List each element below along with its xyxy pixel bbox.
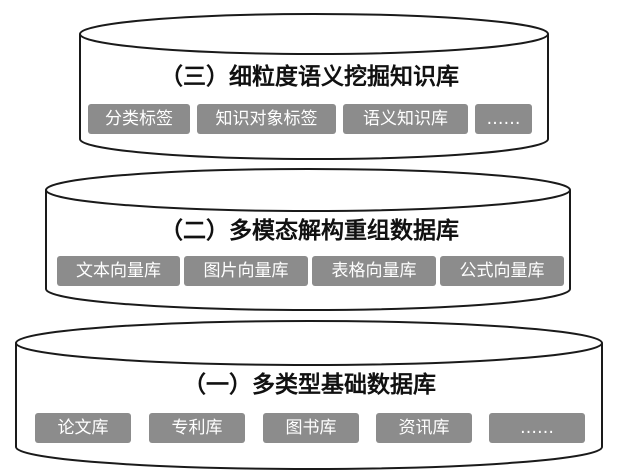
layer-3-tag-classification: 分类标签 xyxy=(88,104,190,134)
layer-2-tag-formula-vector: 公式向量库 xyxy=(440,256,564,286)
layer-3-tag-semantic-kb: 语义知识库 xyxy=(343,104,468,134)
layer-2-tag-image-vector: 图片向量库 xyxy=(184,256,308,286)
layer-1-tag-more: …… xyxy=(489,413,585,443)
layer-1-tag-papers: 论文库 xyxy=(35,413,131,443)
layer-2-title: （二）多模态解构重组数据库 xyxy=(160,218,459,244)
layer-2-tag-table-vector: 表格向量库 xyxy=(312,256,436,286)
layer-3-tag-knowledge-object: 知识对象标签 xyxy=(197,104,336,134)
layer-1-tag-news: 资讯库 xyxy=(376,413,472,443)
layer-2-tag-text-vector: 文本向量库 xyxy=(57,256,180,286)
layer-1-tag-books: 图书库 xyxy=(263,413,359,443)
layer-1-tag-patents: 专利库 xyxy=(149,413,245,443)
layer-3-tag-more: …… xyxy=(475,104,532,134)
layer-1-title: （一）多类型基础数据库 xyxy=(183,372,436,398)
layer-3-title: （三）细粒度语义挖掘知识库 xyxy=(160,64,459,90)
